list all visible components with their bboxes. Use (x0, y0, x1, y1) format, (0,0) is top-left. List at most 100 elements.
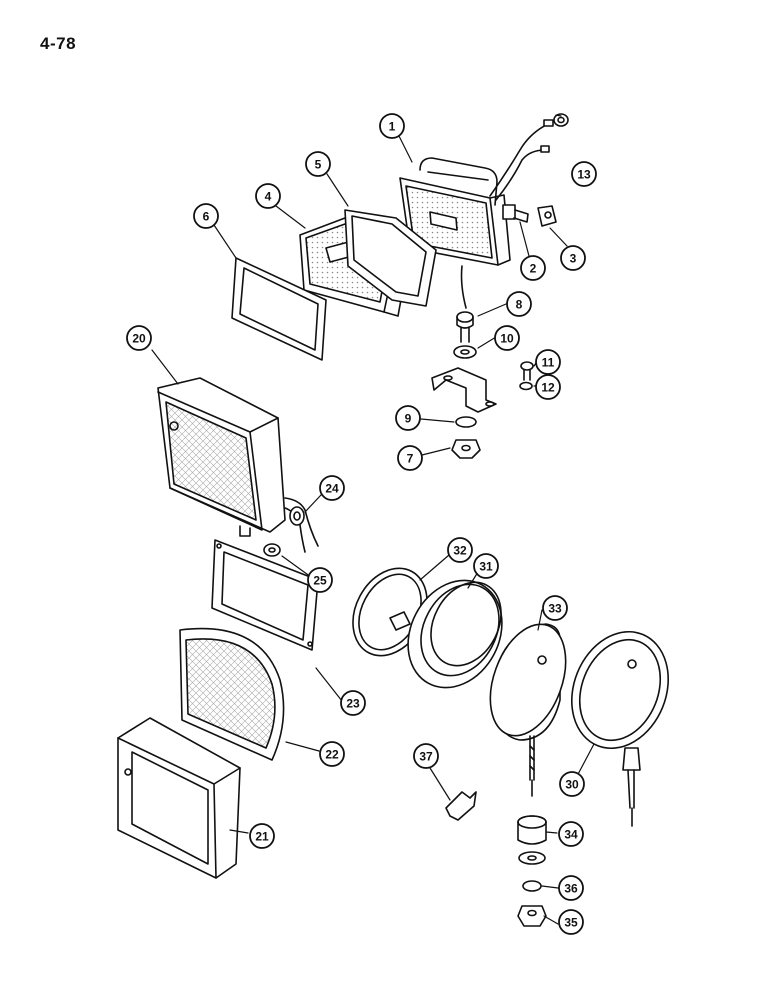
callout-label: 25 (313, 574, 327, 588)
nut-35 (517, 905, 547, 927)
grommet-13 (553, 113, 569, 127)
callout-circle (249, 823, 275, 849)
callout-label: 35 (564, 916, 578, 930)
callout-circle (319, 741, 345, 767)
callout-circle (340, 690, 366, 716)
callout-circle (447, 537, 473, 563)
round-lamp-33 (489, 623, 567, 797)
callout-circle (379, 113, 405, 139)
callouts: 1234567891011121320212223242530313233343… (126, 113, 597, 935)
callout-circle (413, 743, 439, 769)
callout-label: 5 (315, 158, 322, 172)
callout-33: 33 (542, 595, 568, 621)
mounting-bracket (431, 367, 497, 413)
callout-label: 10 (500, 332, 514, 346)
callout-10: 10 (494, 325, 520, 351)
callout-3: 3 (560, 245, 586, 271)
callout-label: 37 (419, 750, 433, 764)
callout-label: 33 (548, 602, 562, 616)
washer-34b (518, 851, 546, 865)
bolt-11 (520, 361, 534, 381)
nut-3 (537, 205, 557, 227)
callout-label: 13 (577, 168, 591, 182)
callout-circle (494, 325, 520, 351)
callout-circle (542, 595, 568, 621)
round-lamp-30 (570, 630, 670, 827)
callout-12: 12 (535, 374, 561, 400)
callout-5: 5 (305, 151, 331, 177)
bolt-8 (456, 311, 474, 343)
callout-37: 37 (413, 743, 439, 769)
callout-label: 34 (564, 828, 578, 842)
work-lamp-housing (399, 119, 554, 309)
callout-circle (520, 255, 546, 281)
bezel-21 (117, 717, 241, 879)
callout-label: 11 (542, 356, 555, 370)
callout-circle (535, 374, 561, 400)
washer-9 (455, 416, 477, 428)
callout-label: 6 (203, 210, 210, 224)
callout-20: 20 (126, 325, 152, 351)
callout-label: 30 (565, 778, 579, 792)
gasket-23 (211, 539, 319, 651)
callout-label: 21 (255, 830, 269, 844)
callout-circle (319, 475, 345, 501)
callout-label: 3 (570, 252, 577, 266)
callout-label: 7 (407, 452, 414, 466)
callout-circle (255, 183, 281, 209)
callout-11: 11 (535, 349, 561, 375)
callout-circle (126, 325, 152, 351)
spacer-34 (517, 815, 547, 845)
flood-lamp-housing (157, 377, 319, 553)
callout-6: 6 (193, 203, 219, 229)
callout-24: 24 (319, 475, 345, 501)
callout-label: 22 (325, 748, 339, 762)
callout-label: 8 (516, 298, 523, 312)
washer-10 (453, 345, 477, 359)
callout-7: 7 (397, 445, 423, 471)
callout-32: 32 (447, 537, 473, 563)
callout-circle (535, 349, 561, 375)
nut-7 (451, 439, 481, 459)
callout-36: 36 (558, 875, 584, 901)
callout-circle (558, 875, 584, 901)
gasket-5 (344, 209, 437, 307)
grommet-24 (289, 506, 305, 526)
callout-21: 21 (249, 823, 275, 849)
grommet-25 (263, 543, 281, 557)
callout-label: 12 (541, 381, 555, 395)
retaining-ring-31 (407, 579, 503, 689)
callout-label: 4 (265, 190, 272, 204)
callout-circle (397, 445, 423, 471)
callout-circle (558, 909, 584, 935)
callout-35: 35 (558, 909, 584, 935)
screw-2 (502, 204, 529, 223)
leader-lines (151, 114, 595, 925)
callout-31: 31 (473, 553, 499, 579)
callout-8: 8 (506, 291, 532, 317)
callout-circle (395, 405, 421, 431)
callout-circle (506, 291, 532, 317)
callout-2: 2 (520, 255, 546, 281)
callout-1: 1 (379, 113, 405, 139)
callout-circle (560, 245, 586, 271)
callout-label: 23 (346, 697, 360, 711)
callout-circle (193, 203, 219, 229)
callout-label: 32 (453, 544, 467, 558)
callout-23: 23 (340, 690, 366, 716)
callout-circle (307, 567, 333, 593)
callout-circle (558, 821, 584, 847)
callout-label: 24 (325, 482, 339, 496)
callout-label: 20 (132, 332, 146, 346)
callout-13: 13 (571, 161, 597, 187)
callout-label: 31 (479, 560, 493, 574)
callout-9: 9 (395, 405, 421, 431)
callout-circle (559, 771, 585, 797)
callout-circle (473, 553, 499, 579)
bezel-6 (231, 257, 327, 361)
callout-25: 25 (307, 567, 333, 593)
callout-22: 22 (319, 741, 345, 767)
callout-4: 4 (255, 183, 281, 209)
page-number: 4-78 (40, 34, 77, 53)
